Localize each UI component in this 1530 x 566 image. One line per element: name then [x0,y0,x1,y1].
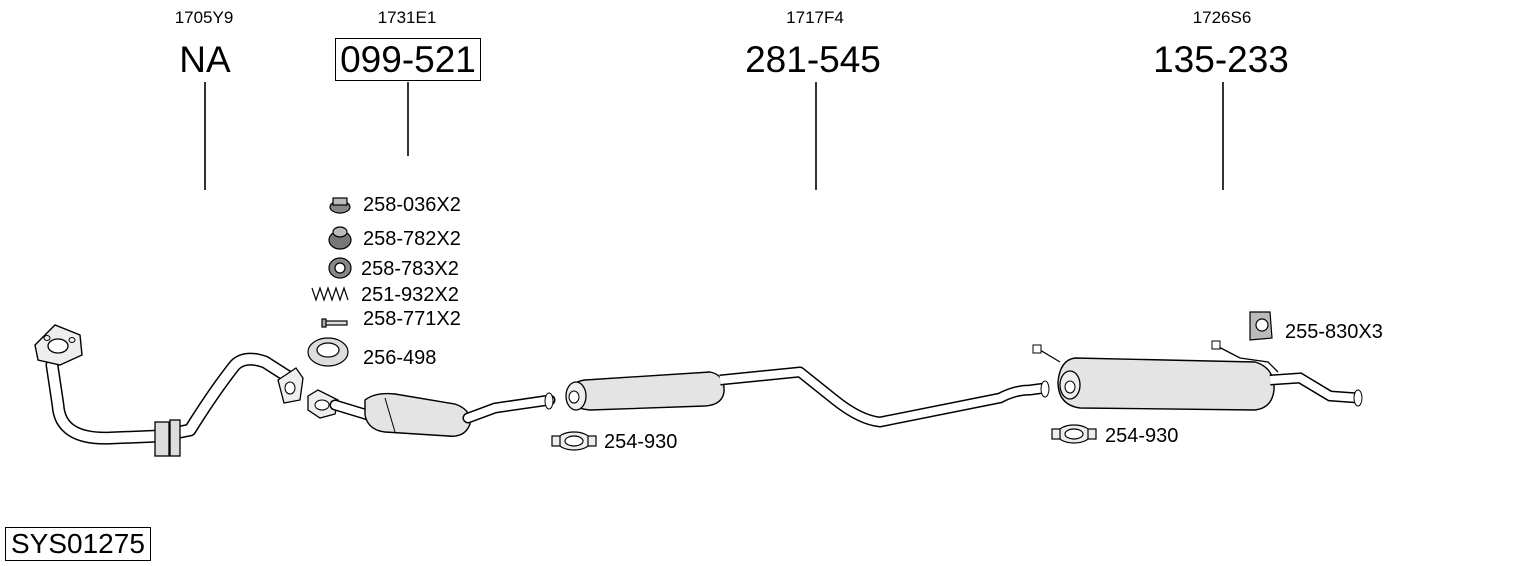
label-hanger: 255-830X3 [1285,321,1383,343]
label-rubber-bush: 258-782X2 [363,228,461,250]
label-spring: 251-932X2 [361,284,459,306]
part-number-front-pipe: NA [179,39,231,80]
front-pipe-drawing [34,324,304,457]
bolt-icon [321,318,348,328]
part-number-catalyst-text: 099-521 [335,38,481,81]
leader-lines [204,82,1224,190]
hanger-icon [1249,311,1273,341]
middle-silencer-drawing [565,366,1050,428]
ref-code-catalyst: 1731E1 [377,8,437,27]
clamp-front-icon [551,431,597,451]
part-number-middle-silencer: 281-545 [745,39,881,80]
label-clamp-rear: 254-930 [1105,425,1179,447]
gasket-icon [307,337,349,367]
label-clamp-front: 254-930 [604,431,678,453]
part-number-rear-silencer: 135-233 [1153,39,1289,80]
nut-icon [329,197,351,214]
spring-icon [311,286,349,302]
part-number-catalyst: 099-521 [308,38,508,81]
clamp-rear-icon [1051,424,1097,444]
rubber-bush-icon [328,226,352,250]
label-nut: 258-036X2 [363,194,461,216]
diagram-code: SYS01275 [5,527,151,561]
label-bolt: 258-771X2 [363,308,461,330]
rubber-ring-icon [328,257,352,279]
rear-silencer-drawing [1032,340,1363,411]
catalyst-drawing [307,389,556,437]
accessory-icons [307,197,1273,451]
ref-code-rear-silencer: 1726S6 [1192,8,1252,27]
label-rubber-ring: 258-783X2 [361,258,459,280]
ref-code-front-pipe: 1705Y9 [174,8,234,27]
label-gasket: 256-498 [363,347,437,369]
ref-code-middle-silencer: 1717F4 [786,8,844,27]
